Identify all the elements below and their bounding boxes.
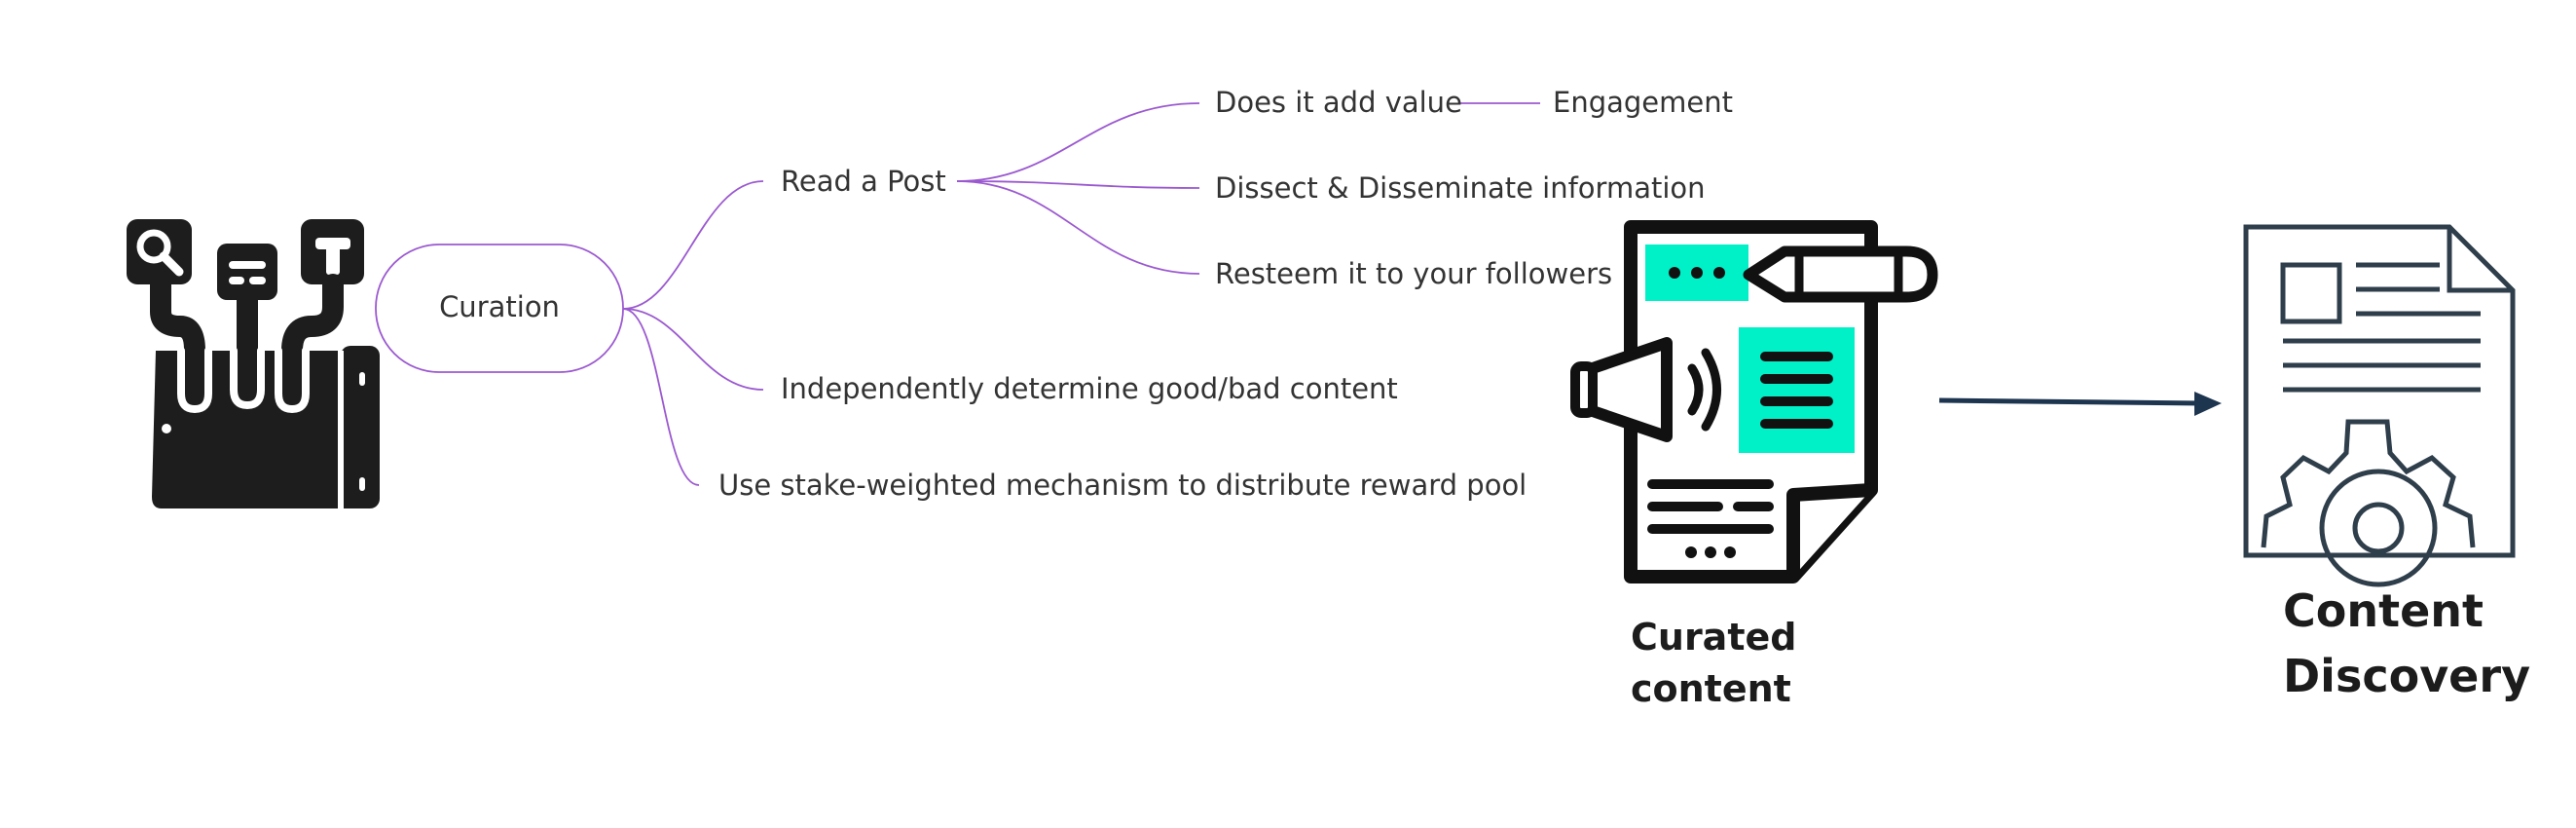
connector-root-stake — [622, 308, 700, 486]
node-add-value: Does it add value — [1215, 86, 1462, 119]
node-independent: Independently determine good/bad content — [781, 372, 1398, 405]
connector-root-independent — [622, 308, 764, 391]
megaphone-icon — [1570, 337, 1721, 442]
content-discovery-document-icon — [2243, 224, 2516, 587]
connector-readpost-dissect — [956, 180, 1200, 189]
node-engagement: Engagement — [1553, 86, 1733, 119]
curated-content-label-line2: content — [1631, 667, 1791, 710]
node-stake-weighted: Use stake-weighted mechanism to distribu… — [718, 469, 1527, 502]
curation-root-node[interactable] — [375, 244, 624, 373]
content-discovery-label-line1: Content — [2283, 584, 2484, 637]
mindmap-connectors — [622, 102, 1540, 486]
connector-root-readpost — [622, 180, 764, 310]
connector-readpost-value — [956, 102, 1200, 182]
content-discovery-label-line2: Discovery — [2283, 650, 2530, 702]
curated-content-label-line1: Curated — [1631, 616, 1796, 659]
curation-root-label: Curation — [439, 290, 560, 323]
connector-readpost-resteem — [956, 180, 1200, 275]
node-dissect: Dissect & Disseminate information — [1215, 171, 1706, 205]
node-resteem: Resteem it to your followers — [1215, 257, 1612, 290]
gear-icon — [2261, 419, 2476, 587]
pencil-icon — [1743, 245, 1938, 303]
curation-filter-icon — [127, 219, 380, 508]
node-read-post: Read a Post — [781, 165, 946, 198]
flow-arrow — [1938, 392, 2222, 416]
curated-content-document-icon — [1570, 220, 1938, 583]
